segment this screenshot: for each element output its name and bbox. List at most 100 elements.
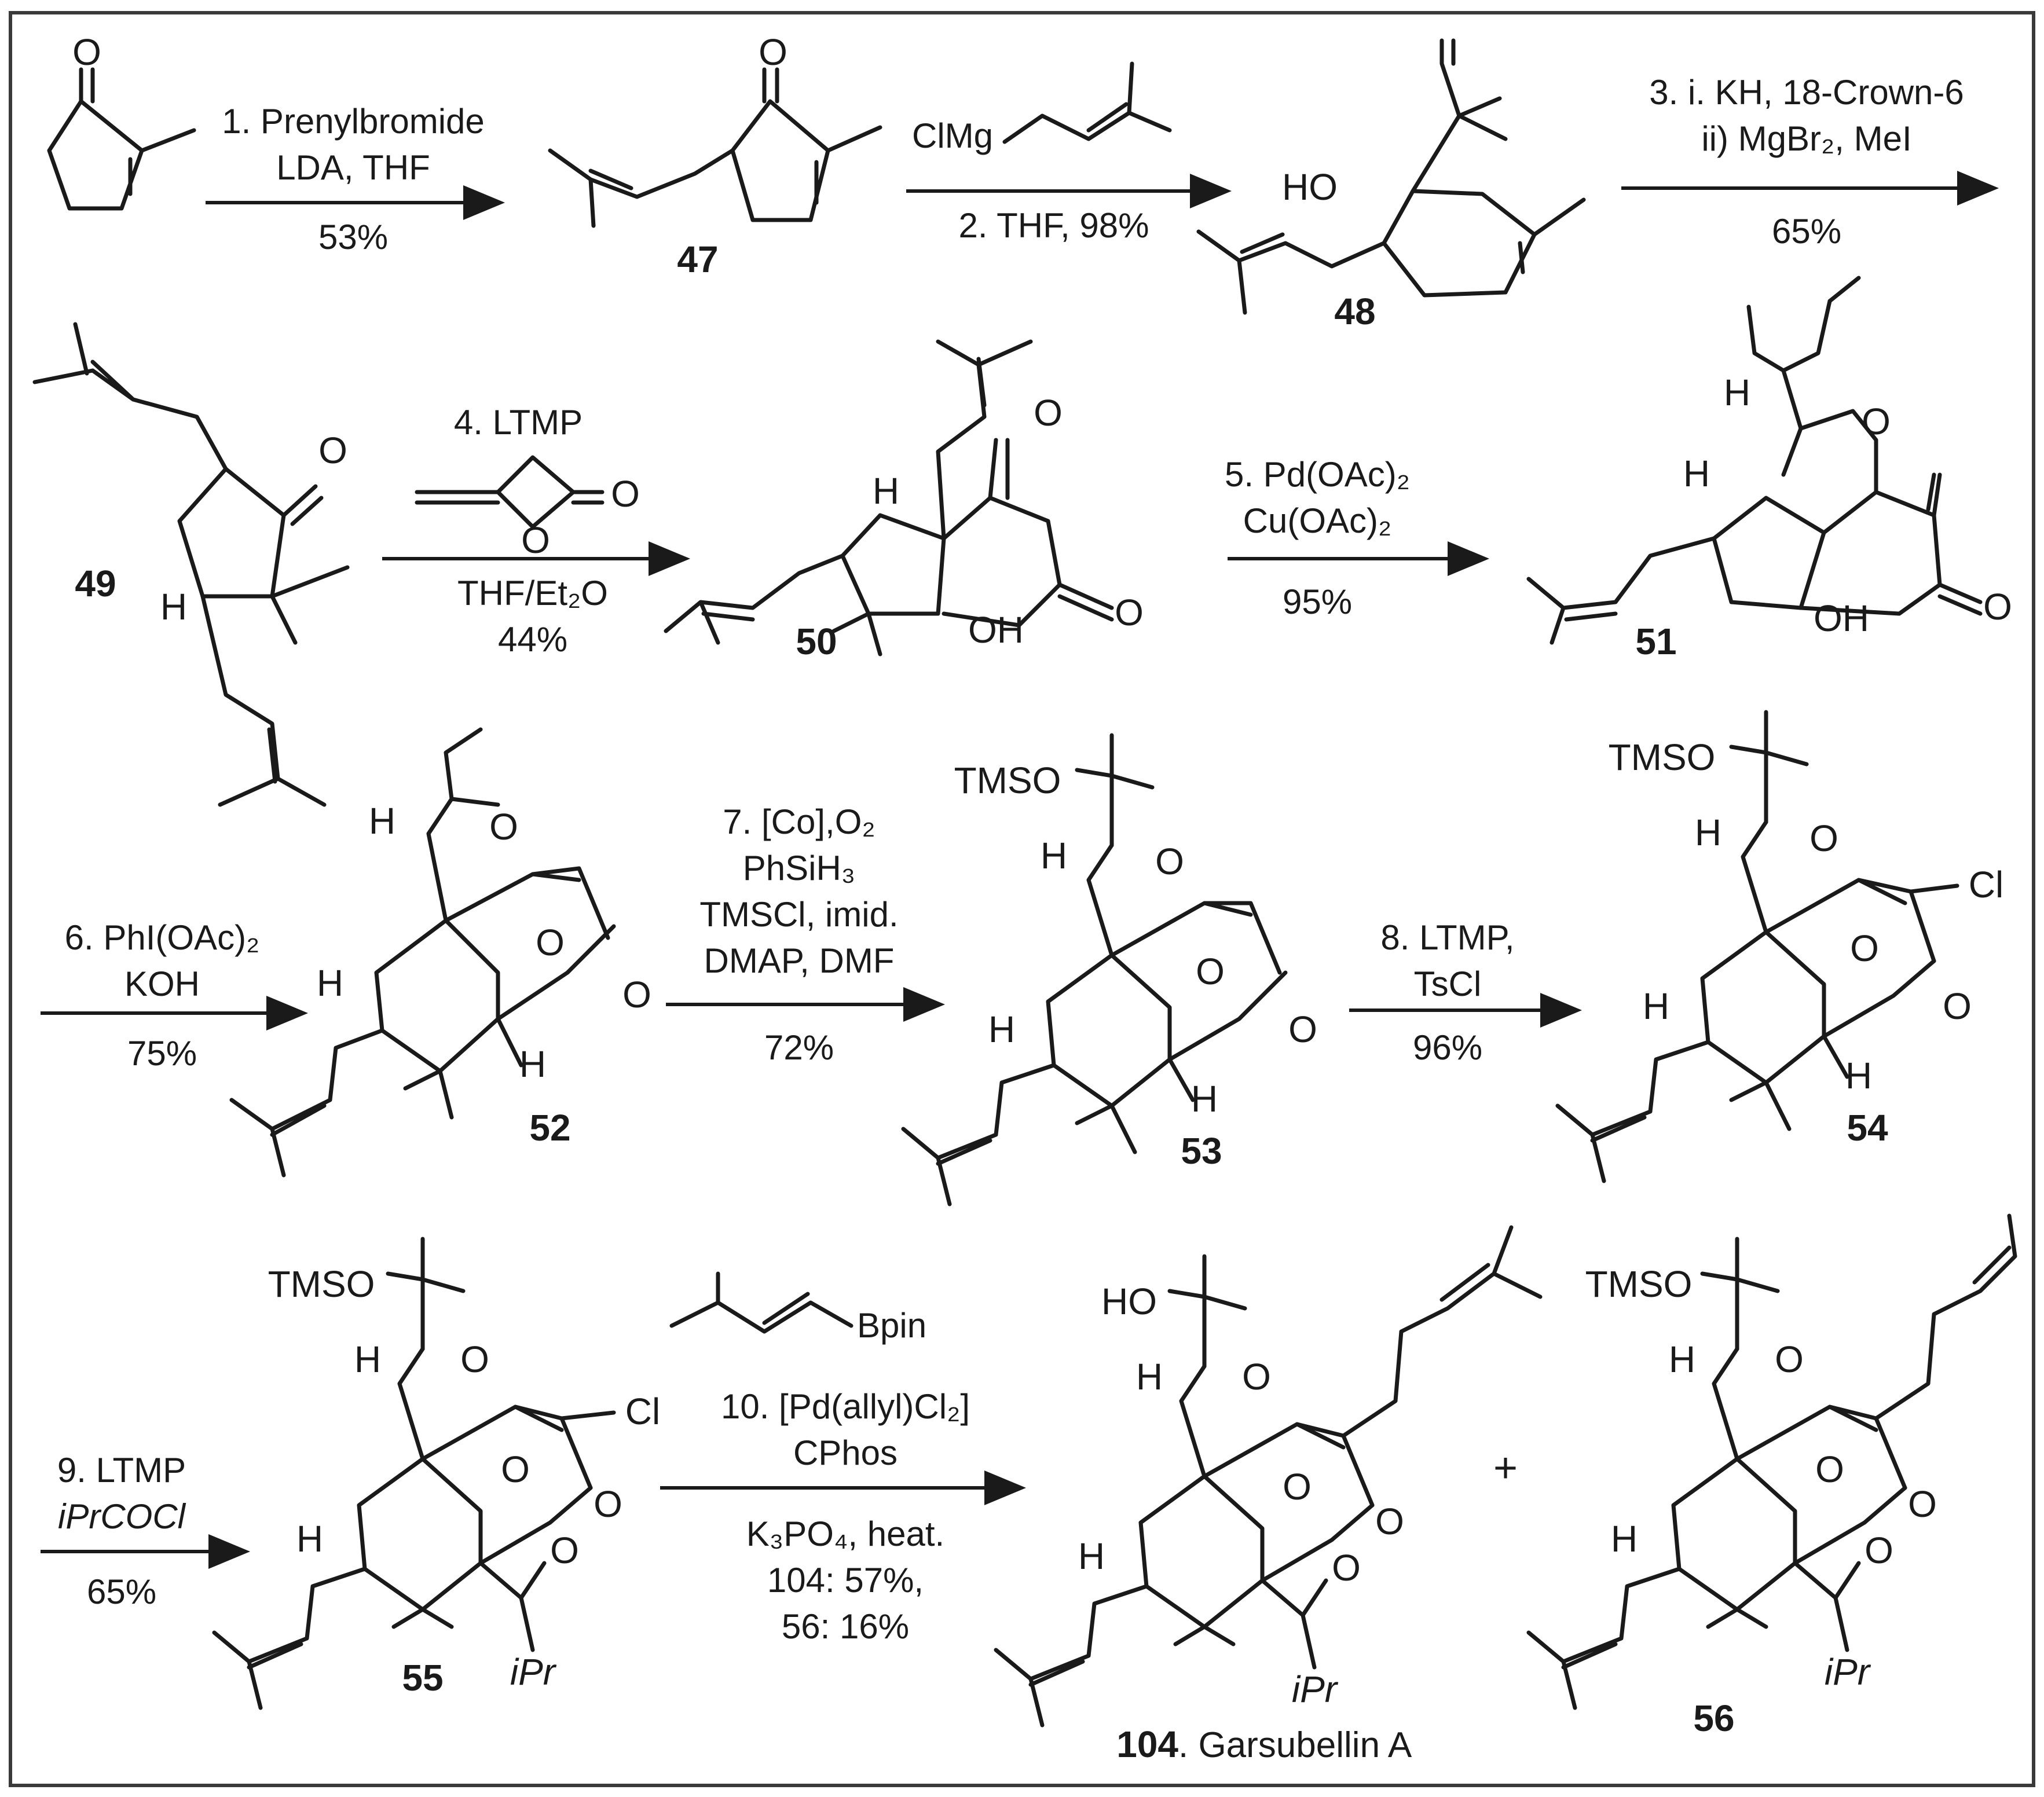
chlorine-label: Cl <box>625 1391 660 1432</box>
compound-name-garsubellin-a: . Garsubellin A <box>1178 1725 1412 1765</box>
step-9-acylating-agent: iPrCOCl <box>58 1497 186 1536</box>
step-10-catalyst: 10. [Pd(allyl)Cl₂] <box>721 1387 970 1426</box>
hydrogen-label: H <box>1695 812 1721 853</box>
step-1-reagent: 1. Prenylbromide <box>222 102 485 141</box>
structure-2-methylcyclopentenone: O <box>47 31 196 211</box>
oxygen-label: O <box>460 1338 489 1380</box>
oxygen-label: O <box>318 430 347 471</box>
step-6-yield: 75% <box>127 1034 197 1073</box>
hydrogen-label: H <box>873 470 899 512</box>
structure-52: O O O H H H 52 <box>229 727 651 1178</box>
compound-label-47: 47 <box>677 239 718 280</box>
step-1-conditions: LDA, THF <box>276 148 430 187</box>
hydrogen-label: H <box>296 1518 323 1560</box>
oxygen-label: O <box>521 519 550 561</box>
hydrogen-label: H <box>1643 985 1669 1027</box>
hydrogen-label: H <box>1191 1078 1218 1120</box>
step-4-yield: 44% <box>498 620 567 659</box>
hydroxyl-label: HO <box>1101 1281 1157 1322</box>
step-3-yield: 65% <box>1772 212 1841 251</box>
reaction-arrow-step-6: 6. PhI(OAc)₂ KOH 75% <box>41 918 308 1073</box>
compound-label-50: 50 <box>796 621 837 662</box>
boronate-label: Bpin <box>857 1306 926 1345</box>
oxygen-label: O <box>611 473 640 515</box>
structure-104-garsubellin-a: HO O O O O H H iPr 104 . Garsubellin A <box>994 1225 1543 1765</box>
oxygen-label: O <box>1809 817 1838 859</box>
oxygen-label: O <box>622 974 651 1015</box>
isopropyl-label: iPr <box>1825 1651 1871 1693</box>
hydroxyl-label: OH <box>1814 597 1869 639</box>
structure-48: HO 48 <box>1196 38 1586 332</box>
oxygen-label: O <box>501 1448 530 1490</box>
reaction-arrow-step-8: 8. LTMP, TsCl 96% <box>1349 918 1582 1067</box>
step-6-reagent: 6. PhI(OAc)₂ <box>65 918 260 957</box>
oxygen-label: O <box>72 31 101 73</box>
hydrogen-label: H <box>988 1008 1015 1050</box>
compound-label-49: 49 <box>75 563 116 604</box>
step-10-yield-104: 104: 57%, <box>767 1561 924 1600</box>
step-8-base: 8. LTMP, <box>1380 918 1514 957</box>
step-10-ligand: CPhos <box>793 1433 898 1472</box>
oxygen-label: O <box>1115 592 1144 633</box>
oxygen-label: O <box>1034 392 1063 434</box>
structure-49: O H 49 <box>32 322 350 807</box>
compound-label-54: 54 <box>1847 1107 1888 1149</box>
tmso-label: TMSO <box>1585 1263 1693 1305</box>
compound-label-104: 104 <box>1116 1723 1178 1765</box>
isopropyl-label: iPr <box>1292 1668 1339 1710</box>
step-1-yield: 53% <box>318 218 388 256</box>
step-9-yield: 65% <box>87 1572 156 1611</box>
reaction-arrow-step-9: 9. LTMP iPrCOCl 65% <box>41 1451 250 1611</box>
grignard-reagent: ClMg <box>912 116 993 155</box>
hydrogen-label: H <box>1041 835 1067 877</box>
reaction-arrow-step-3: 3. i. KH, 18-Crown-6 ii) MgBr₂, MeI 65% <box>1621 73 1999 251</box>
oxygen-label: O <box>1375 1501 1404 1542</box>
step-5-cooxidant: Cu(OAc)₂ <box>1243 501 1392 540</box>
oxygen-label: O <box>1288 1008 1317 1050</box>
compound-label-55: 55 <box>402 1657 443 1699</box>
hydrogen-label: H <box>519 1043 546 1085</box>
structure-54: TMSO O O O Cl H H H 54 <box>1555 710 2003 1183</box>
oxygen-label: O <box>1862 401 1891 442</box>
oxygen-label: O <box>550 1530 579 1571</box>
step-2-conditions: 2. THF, 98% <box>958 206 1149 245</box>
oxygen-label: O <box>489 806 518 848</box>
structure-53: TMSO O O O H H H 53 <box>901 733 1317 1206</box>
step-7-yield: 72% <box>764 1028 834 1067</box>
hydrogen-label: H <box>160 586 187 628</box>
oxygen-label: O <box>1983 586 2012 628</box>
hydrogen-label: H <box>1078 1535 1105 1577</box>
oxygen-label: O <box>1908 1483 1937 1525</box>
oxygen-label: O <box>1242 1356 1271 1398</box>
step-6-base: KOH <box>124 964 200 1003</box>
plus-sign: + <box>1493 1445 1518 1491</box>
structure-51: O O H H OH 51 <box>1526 276 2012 662</box>
oxygen-label: O <box>1850 927 1879 969</box>
step-8-yield: 96% <box>1413 1028 1482 1067</box>
oxygen-label: O <box>1283 1466 1312 1508</box>
structure-56: TMSO O O O O H H iPr 56 <box>1526 1213 2017 1739</box>
hydrogen-label: H <box>1683 453 1710 494</box>
step-7-catalyst: 7. [Co],O₂ <box>723 802 875 841</box>
hydrogen-label: H <box>317 962 343 1004</box>
hydrogen-label: H <box>1724 372 1750 413</box>
step-5-reagent: 5. Pd(OAc)₂ <box>1225 455 1410 494</box>
compound-label-52: 52 <box>529 1107 570 1149</box>
chlorine-label: Cl <box>1969 864 2003 905</box>
tmso-label: TMSO <box>954 760 1061 801</box>
step-3-reagent: 3. i. KH, 18-Crown-6 <box>1649 73 1964 112</box>
step-8-reagent: TsCl <box>1414 964 1482 1003</box>
step-9-base: 9. LTMP <box>57 1451 186 1490</box>
step-4-reagent: 4. LTMP <box>454 403 583 442</box>
hydroxyl-label: OH <box>968 609 1024 651</box>
reaction-arrow-step-4: 4. LTMP O O THF/Et₂O 44% <box>382 403 690 659</box>
scheme-frame <box>9 11 2035 1787</box>
step-4-solvent: THF/Et₂O <box>457 574 608 613</box>
compound-label-56: 56 <box>1693 1697 1734 1739</box>
oxygen-label: O <box>1155 841 1184 882</box>
oxygen-label: O <box>1864 1530 1893 1571</box>
structure-50: O O H OH 50 <box>664 339 1144 662</box>
step-7-silylation: TMSCl, imid. <box>699 895 898 934</box>
reaction-arrow-step-1: 1. Prenylbromide LDA, THF 53% <box>206 102 505 256</box>
hydrogen-label: H <box>1136 1356 1163 1398</box>
